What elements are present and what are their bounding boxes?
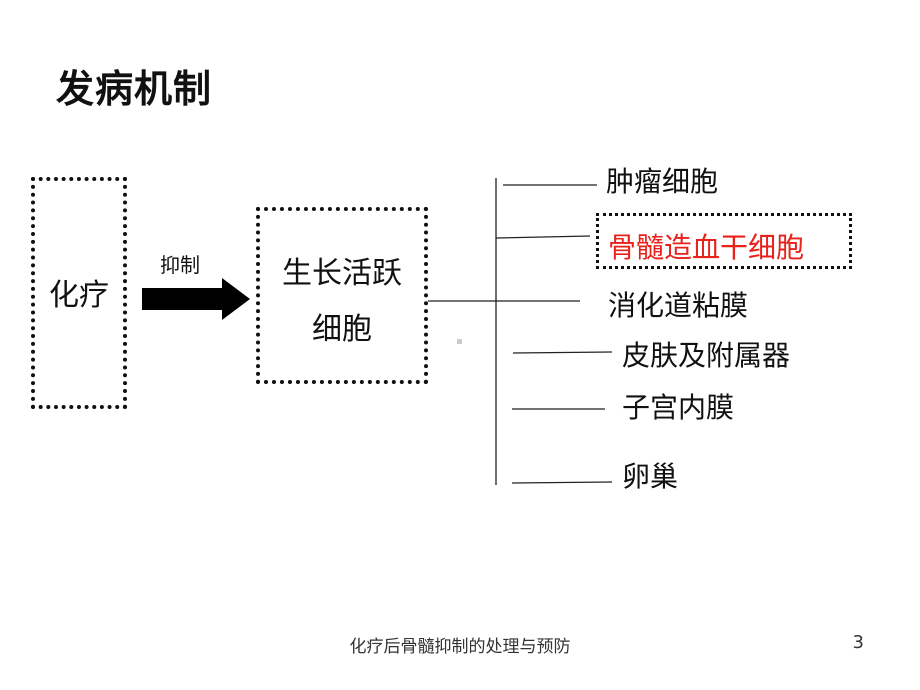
active-cells-box [256, 207, 428, 384]
highlight-box [596, 213, 852, 269]
active-cells-label: 生长活跃 细胞 [256, 246, 428, 358]
chemotherapy-box [31, 177, 127, 409]
target-tumor-cells: 肿瘤细胞 [606, 165, 719, 198]
inhibit-label: 抑制 [160, 253, 200, 277]
footer-caption: 化疗后骨髓抑制的处理与预防 [349, 637, 571, 657]
branch-line-3 [512, 351, 613, 354]
target-endometrium: 子宫内膜 [622, 391, 735, 424]
target-bone-marrow-stem-cells: 骨髓造血干细胞 [608, 231, 805, 264]
target-skin-appendages: 皮肤及附属器 [622, 339, 791, 372]
branch-line-1 [495, 235, 591, 239]
target-ovary: 卵巢 [622, 460, 679, 493]
chemotherapy-label: 化疗 [49, 278, 109, 313]
slide-title: 发病机制 [56, 67, 213, 111]
branch-line-5 [511, 481, 613, 484]
stray-dot [457, 339, 462, 344]
target-gi-mucosa: 消化道粘膜 [608, 289, 749, 322]
page-number: 3 [852, 632, 864, 653]
inhibit-arrow [142, 278, 250, 320]
active-cells-line-1: 生长活跃 [282, 256, 402, 291]
active-cells-line-2: 细胞 [312, 312, 372, 347]
